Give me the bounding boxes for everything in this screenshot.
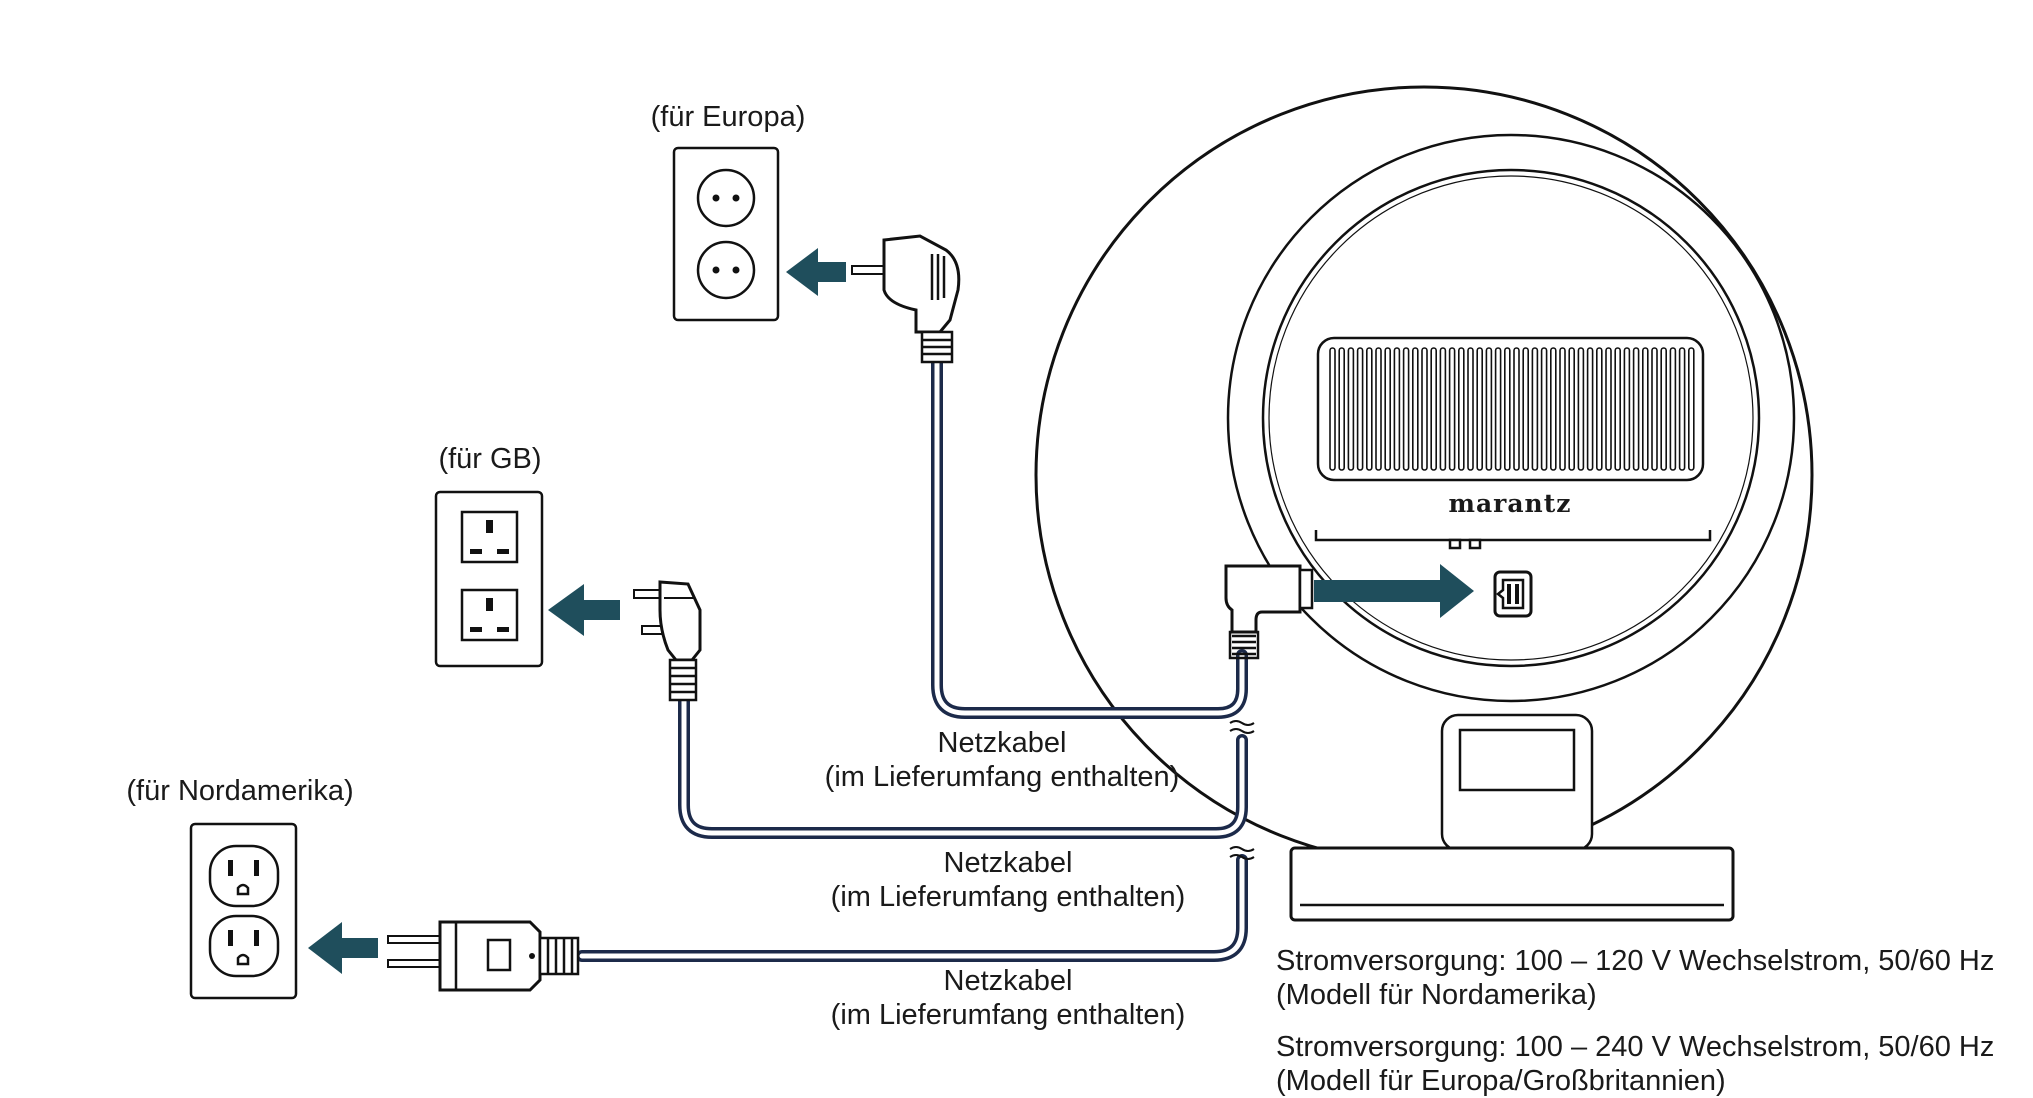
socket-label-gb: (für GB) (438, 443, 541, 475)
grille-slot (1522, 347, 1529, 471)
grille-slot (1577, 347, 1585, 471)
grille-slot (1467, 347, 1474, 471)
grille-slot (1347, 347, 1355, 471)
grille-slot (1421, 347, 1428, 471)
grille-slot (1329, 347, 1336, 471)
cables (576, 349, 1255, 962)
grille-slot (1550, 347, 1557, 471)
cable-label: Netzkabel (im Lieferumfang enthalten) (825, 727, 1180, 793)
cable-label-line2: (im Lieferumfang enthalten) (825, 761, 1180, 793)
grille-slot (1642, 347, 1649, 471)
grille-slot (1540, 347, 1548, 471)
power-spec: Stromversorgung: 100 – 120 V Wechselstro… (1276, 945, 1994, 1011)
cable-label-line2: (im Lieferumfang enthalten) (831, 881, 1186, 913)
grille-slot (1568, 347, 1575, 471)
grille-slot (1504, 347, 1511, 471)
uk-plug-icon (633, 580, 702, 702)
eu-plug-icon (851, 234, 961, 364)
brand-logo: marantz (1449, 489, 1572, 518)
grille-slot (1356, 347, 1364, 471)
grille-slot (1513, 347, 1520, 471)
grille-slot (1393, 347, 1401, 471)
cable-label: Netzkabel (im Lieferumfang enthalten) (831, 965, 1186, 1031)
grille-slot (1531, 347, 1539, 471)
socket-label-north-america: (für Nordamerika) (126, 775, 353, 807)
power-spec-line2: (Modell für Europa/Großbritannien) (1276, 1065, 1726, 1097)
grille-slot (1678, 347, 1686, 471)
grille-slot (1596, 347, 1603, 471)
cable-label-line2: (im Lieferumfang enthalten) (831, 999, 1186, 1031)
cable-break-mark (1229, 720, 1255, 860)
grille-slot (1375, 347, 1382, 471)
grille-slot (1439, 347, 1447, 471)
cable-label-line1: Netzkabel (944, 965, 1073, 997)
iec-inlet-icon (1493, 570, 1533, 618)
grille-slot (1402, 347, 1410, 471)
grille-slot (1632, 347, 1640, 471)
grille-slot (1476, 347, 1483, 471)
grille-slot (1494, 347, 1502, 471)
power-spec: Stromversorgung: 100 – 240 V Wechselstro… (1276, 1031, 1994, 1097)
power-spec-line1: Stromversorgung: 100 – 120 V Wechselstro… (1276, 945, 1994, 977)
grille-slot (1614, 347, 1621, 471)
power-spec-line2: (Modell für Nordamerika) (1276, 979, 1597, 1011)
grille-slot (1338, 347, 1345, 471)
uk-socket-icon (434, 490, 544, 668)
grille-slot (1559, 347, 1566, 471)
arrow-left-icon (786, 248, 846, 296)
grille-slot (1412, 347, 1419, 471)
grille-slot (1448, 347, 1456, 471)
grille-slot (1586, 347, 1594, 471)
grille-slot (1660, 347, 1667, 471)
grille-slot (1688, 347, 1695, 471)
cable-label-line1: Netzkabel (938, 727, 1067, 759)
grille-slot (1623, 347, 1631, 471)
arrow-left-icon (548, 584, 620, 636)
grille-slot (1669, 347, 1677, 471)
grille-slot (1485, 347, 1493, 471)
us-plug-icon (387, 920, 580, 992)
us-socket-icon (189, 822, 298, 1000)
grille-slot (1366, 347, 1373, 471)
arrow-right-icon (1314, 564, 1474, 618)
arrow-left-icon (308, 922, 378, 974)
cable-label: Netzkabel (im Lieferumfang enthalten) (831, 847, 1186, 913)
grille-slot (1458, 347, 1465, 471)
socket-label-europe: (für Europa) (651, 101, 806, 133)
power-spec-line1: Stromversorgung: 100 – 240 V Wechselstro… (1276, 1031, 1994, 1063)
cable-label-line1: Netzkabel (944, 847, 1073, 879)
grille-slot (1651, 347, 1658, 471)
vent-grille (1316, 336, 1705, 482)
iec-plug-icon (1224, 564, 1314, 660)
grille-slot (1384, 347, 1391, 471)
speaker-unit: marantz (1034, 85, 1814, 922)
eu-socket-icon (672, 146, 780, 322)
grille-slot (1605, 347, 1612, 471)
grille-slot (1430, 347, 1437, 471)
speaker-stand (1289, 713, 1735, 922)
